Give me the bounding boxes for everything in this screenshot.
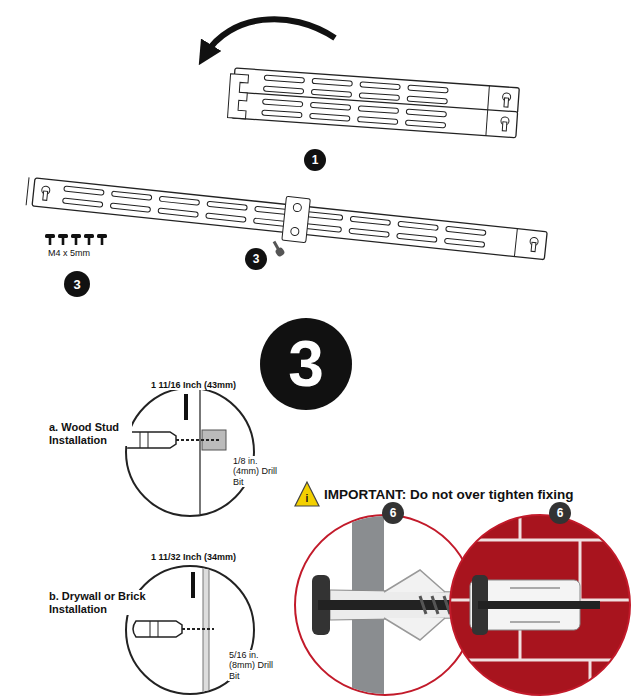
callout-text: 1 [312, 154, 319, 166]
callout-text: 3 [288, 332, 324, 396]
drywall-plug-inset [295, 500, 475, 697]
screw-set [45, 234, 107, 245]
dimension-label: b. Drywall or Brick Installation [48, 590, 176, 615]
bracket-strip [26, 177, 547, 259]
callout-number: 3 [64, 271, 90, 297]
callout-text: 3 [253, 253, 260, 265]
dimension-label: 1 11/32 Inch (34mm) [150, 552, 237, 562]
warning-note: IMPORTANT: Do not over tighten fixing [324, 487, 573, 503]
dimension-label: a. Wood Stud Installation [48, 421, 132, 446]
callout-number: 1 [304, 149, 326, 171]
warning-triangle [295, 482, 319, 506]
callout-number: 6 [382, 502, 404, 524]
wood-stud-inset [123, 385, 254, 520]
dimension-label: 1 11/16 Inch (43mm) [150, 380, 237, 390]
callout-number: 6 [549, 502, 571, 524]
callout-text: 6 [390, 507, 397, 519]
callout-number: 3 [245, 248, 267, 270]
callout-number: 3 [260, 318, 352, 410]
brick-plug-inset [450, 510, 635, 697]
dimension-label: 1/8 in. (4mm) Drill Bit [232, 456, 280, 487]
callout-text: 3 [73, 278, 80, 291]
rotate-arrow [205, 19, 335, 55]
bracket-drawing [25, 68, 548, 268]
dimension-label: M4 x 5mm [48, 248, 90, 258]
warning-icon-text: i [306, 493, 309, 505]
callout-text: 6 [557, 507, 564, 519]
bracket-strip [232, 92, 518, 138]
dimension-label: 5/16 in. (8mm) Drill Bit [228, 650, 276, 681]
